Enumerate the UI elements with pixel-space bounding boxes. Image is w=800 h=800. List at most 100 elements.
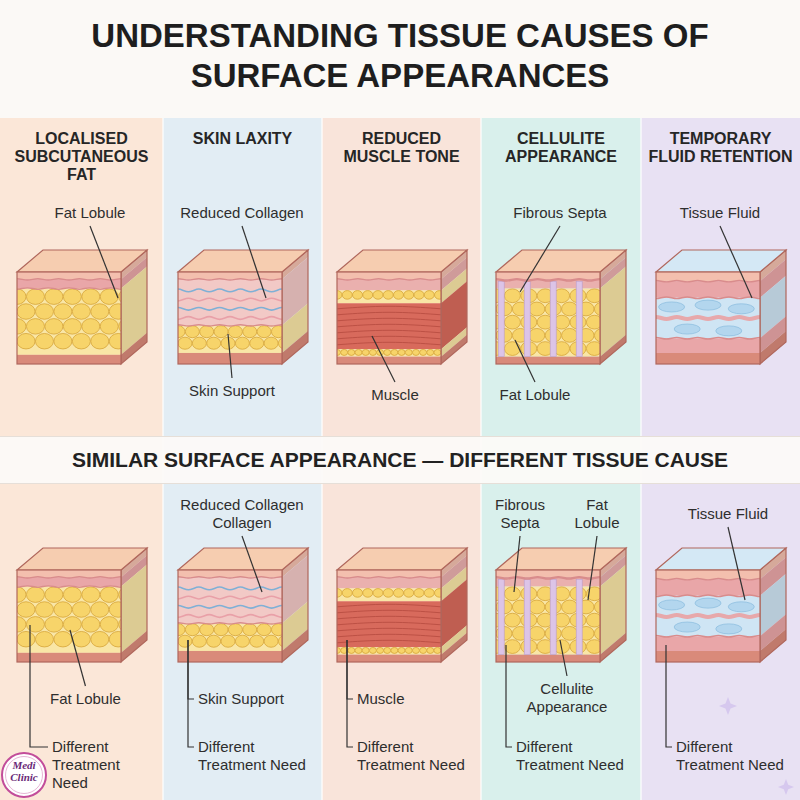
fat-lobule-shape xyxy=(26,617,44,632)
tissue-layer xyxy=(178,623,282,651)
block-side xyxy=(760,629,786,662)
fibrous-septum xyxy=(498,579,504,654)
fluid-pocket xyxy=(728,602,754,612)
tissue-wave xyxy=(656,615,760,619)
fat-lobule-shape xyxy=(54,602,72,617)
tissue-layer xyxy=(178,651,282,662)
tissue-layer xyxy=(337,349,441,356)
fat-lobule-shape xyxy=(63,587,81,602)
part-label: Fibrous Septa xyxy=(513,204,606,222)
part-label: Fat Lobule xyxy=(50,690,121,708)
tissue-layer xyxy=(337,272,441,279)
muscle-fibre xyxy=(337,342,441,345)
fat-lobule-shape xyxy=(342,589,352,598)
muscle-fibre xyxy=(337,312,441,315)
tissue-layer xyxy=(656,353,760,364)
column-panel: TEMPORARY FLUID RETENTION xyxy=(641,118,800,436)
tissue-layer xyxy=(178,272,282,279)
tissue-layer xyxy=(17,587,121,653)
leader-line xyxy=(242,536,262,592)
fat-lobule-shape xyxy=(17,333,35,348)
fat-lobule-shape xyxy=(91,631,109,646)
fat-lobule-shape xyxy=(82,319,100,334)
tissue-layer xyxy=(17,577,121,586)
tissue-layer xyxy=(496,289,600,357)
column-heading: LOCALISED SUBCUTANEOUS FAT xyxy=(5,130,158,184)
fat-lobule-shape xyxy=(72,304,90,319)
tissue-layer xyxy=(496,357,600,364)
logo-text: Medi Clinic xyxy=(4,760,44,783)
tissue-block xyxy=(486,548,626,662)
fat-lobule-shape xyxy=(72,631,90,646)
fat-lobule-shape xyxy=(355,647,362,653)
fat-lobule-shape xyxy=(504,587,520,601)
block-side xyxy=(282,331,308,364)
leader-line xyxy=(666,645,672,747)
fat-lobule-shape xyxy=(529,600,545,614)
title: UNDERSTANDING TISSUE CAUSES OF SURFACE A… xyxy=(30,16,770,97)
fat-lobule-shape xyxy=(178,635,192,647)
fat-lobule-shape xyxy=(414,589,424,598)
fat-lobule-shape xyxy=(398,349,405,355)
fat-lobule-shape xyxy=(91,333,109,348)
tissue-block xyxy=(168,250,308,364)
leader-line xyxy=(188,640,194,699)
fluid-pocket xyxy=(695,300,721,310)
fat-lobule-shape xyxy=(377,647,384,653)
fat-lobule-shape xyxy=(200,624,214,636)
fat-lobule-shape xyxy=(369,647,376,653)
block-outline xyxy=(496,570,600,662)
leader-line xyxy=(90,226,118,298)
leader-lines xyxy=(30,226,752,747)
block-top xyxy=(337,548,467,570)
tissue-wave xyxy=(656,579,760,582)
tissue-layer xyxy=(656,570,760,579)
fat-lobule-shape xyxy=(109,602,121,617)
fluid-pocket xyxy=(659,302,685,312)
part-label: Cellulite Appearance xyxy=(512,680,622,716)
fat-lobule-shape xyxy=(257,624,271,636)
tissue-wave xyxy=(656,337,760,340)
fat-lobule-shape xyxy=(178,624,185,636)
fat-lobule-shape xyxy=(412,647,419,653)
fibrous-septum xyxy=(550,281,556,356)
block-side xyxy=(121,333,147,364)
block-side xyxy=(600,633,626,662)
fluid-pocket xyxy=(716,326,742,336)
fat-lobule-shape xyxy=(17,289,26,304)
fat-lobule-shape xyxy=(72,333,90,348)
fat-lobule-shape xyxy=(17,304,35,319)
part-label: Muscle xyxy=(371,386,419,404)
fat-lobule-shape xyxy=(26,319,44,334)
block-top xyxy=(178,548,308,570)
fat-lobule-shape xyxy=(504,289,520,303)
fat-lobule-shape xyxy=(82,617,100,632)
block-top xyxy=(17,548,147,570)
muscle-fibre xyxy=(337,318,441,321)
block-side xyxy=(760,331,786,364)
block-outline xyxy=(496,272,600,364)
fat-lobule-shape xyxy=(594,328,600,342)
fat-lobule-shape xyxy=(420,349,427,355)
muscle-fibre xyxy=(337,628,441,631)
fat-lobule-shape xyxy=(100,319,118,334)
leader-line xyxy=(560,640,567,676)
column-heading: REDUCED MUSCLE TONE xyxy=(327,130,476,166)
part-label: Skin Support xyxy=(198,690,284,708)
part-label: Tissue Fluid xyxy=(688,505,768,523)
fat-lobule-shape xyxy=(45,617,63,632)
fat-lobule-shape xyxy=(63,289,81,304)
leader-line xyxy=(720,226,752,298)
tissue-wave xyxy=(178,587,282,592)
block-front xyxy=(337,570,441,662)
column-heading: CELLULITE APPEARANCE xyxy=(486,130,636,166)
tissue-layer xyxy=(17,272,121,279)
block-top xyxy=(17,250,147,272)
fat-lobule-shape xyxy=(373,291,383,300)
tissue-wave xyxy=(178,289,282,294)
fat-lobule-shape xyxy=(271,624,282,636)
muscle-fibre xyxy=(337,604,441,607)
block-outline xyxy=(178,570,282,662)
